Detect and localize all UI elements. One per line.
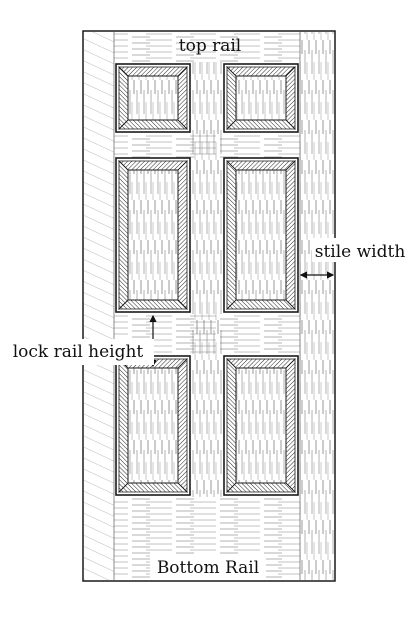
top-rail [114,32,300,62]
label-bottom-rail: Bottom Rail [157,558,259,578]
label-lock-rail-height: lock rail height [13,342,144,362]
right-stile [300,32,334,580]
panel-bottom-left [115,355,191,496]
center-mullion [192,62,222,497]
panel-top-right [223,63,299,133]
panel-bottom-right [223,355,299,496]
door-panels [115,63,299,496]
panel-top-left [115,63,191,133]
label-stile-width: stile width [315,242,406,262]
label-top-rail: top rail [179,36,242,56]
panel-middle-left [115,157,191,313]
intermediate-rail [114,134,300,158]
panel-middle-right [223,157,299,313]
left-stile [84,32,114,580]
